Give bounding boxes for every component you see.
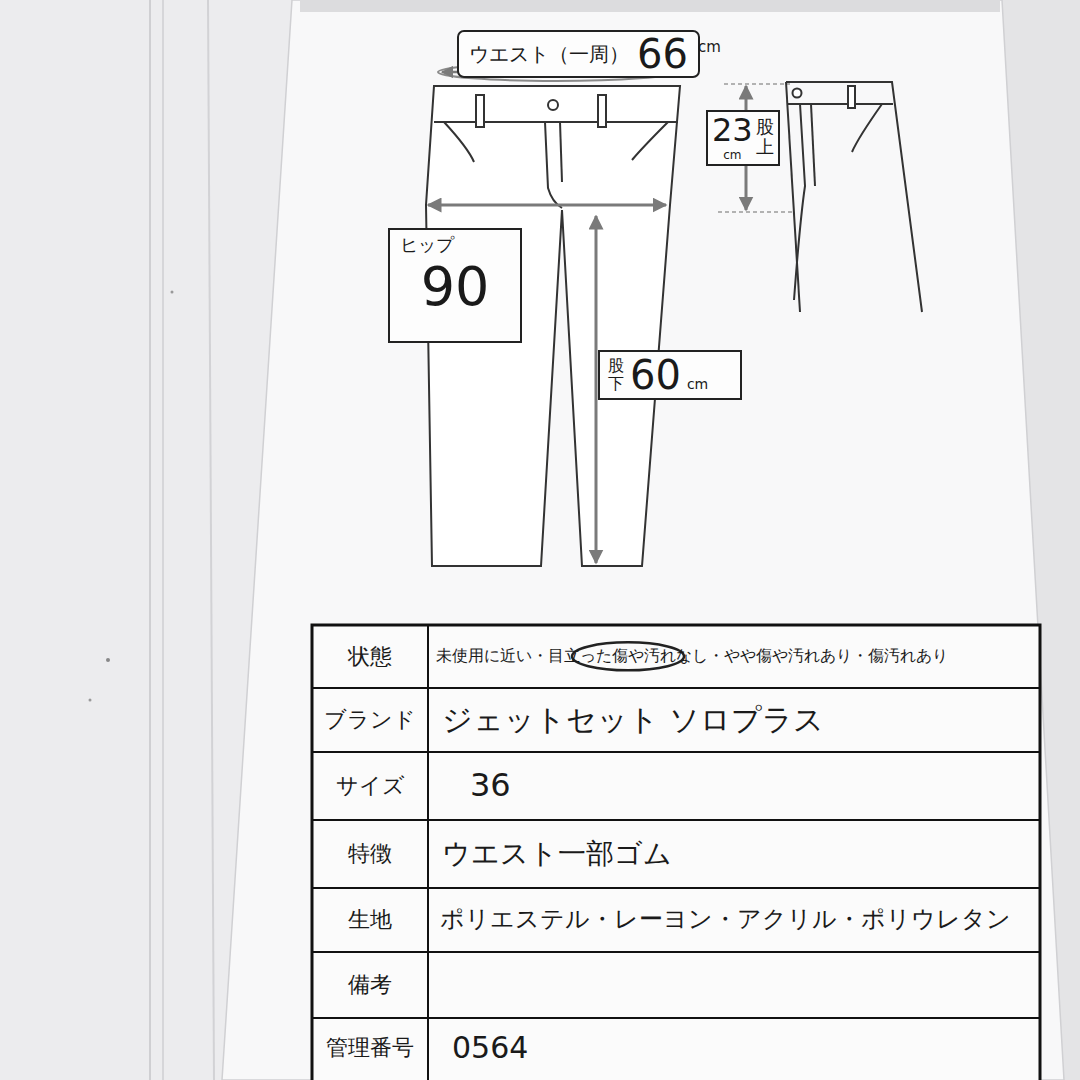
measure-value: 60 — [630, 354, 681, 396]
measure-value: 90 — [421, 259, 490, 316]
button — [548, 100, 558, 110]
label-cell: 36 — [470, 755, 1034, 817]
table-header-cell: 管理番号 — [326, 1036, 414, 1059]
fly-line — [560, 122, 562, 182]
rise-guide-line — [724, 83, 790, 85]
waistband-line — [787, 103, 893, 105]
table-header-cell: 特徴 — [348, 842, 392, 865]
belt-loop — [848, 86, 855, 108]
belt-loop — [476, 95, 484, 127]
table-rule — [312, 951, 1040, 953]
unit-label: cm — [698, 40, 721, 56]
waist-measure-box: ウエスト（一周） 66 — [457, 30, 700, 78]
table-rule — [312, 1017, 1040, 1019]
sleeve-edge — [149, 0, 151, 1080]
sleeve-top — [300, 0, 1000, 12]
table-value-cell: 0564 — [452, 1032, 528, 1064]
trousers-side-outline — [786, 82, 800, 312]
measure-name: ヒップ — [400, 236, 454, 255]
label-cell: 生地 — [314, 891, 426, 949]
inseam-measure-box: 股下60 cm — [598, 350, 742, 400]
pocket-line — [852, 104, 882, 152]
table-rule — [312, 751, 1040, 753]
label-cell: ジェットセット ソロプラス — [442, 691, 1034, 749]
table-rule — [312, 887, 1040, 889]
dust-spot — [89, 699, 92, 702]
measure-value: 66 — [637, 33, 688, 75]
table-header-cell: 状態 — [348, 645, 392, 668]
label-cell: 未使用に近い・目立った傷や汚れなし・やや傷や汚れあり・傷汚れあり — [436, 628, 1034, 685]
fly-line — [794, 104, 805, 300]
measure-name: ウエスト（一周） — [469, 44, 629, 65]
table-value-cell: 未使用に近い・目立った傷や汚れなし・やや傷や汚れあり・傷汚れあり — [436, 648, 948, 664]
table-value-cell: ジェットセット ソロプラス — [442, 704, 824, 736]
table-header-cell: サイズ — [336, 774, 405, 797]
belt-loop — [598, 95, 606, 127]
label-cell: 管理番号 — [314, 1021, 426, 1075]
table-value-cell: ウエスト一部ゴム — [442, 839, 672, 868]
fly-line — [545, 122, 562, 208]
form-table — [312, 625, 1040, 1080]
pocket-line — [632, 122, 668, 160]
sleeve-edge — [208, 0, 214, 1080]
hip-measure-box: ヒップ 90 — [388, 228, 522, 343]
label-cell: 備考 — [314, 955, 426, 1015]
table-value-cell: 36 — [470, 769, 511, 803]
measure-value: 23 — [712, 114, 753, 148]
table-rule — [312, 687, 1040, 689]
pocket-line — [444, 122, 474, 162]
measure-name: 股上 — [756, 118, 774, 158]
table-header-cell: ブランド — [324, 708, 416, 731]
table-rule — [427, 625, 429, 1080]
label-cell: 特徴 — [314, 823, 426, 885]
table-header-cell: 生地 — [348, 908, 392, 931]
dust-spot — [171, 291, 174, 294]
dust-spot — [106, 658, 110, 662]
label-cell: 状態 — [314, 628, 426, 685]
button — [793, 89, 802, 98]
rise-measure-box: 23cm股上 — [706, 110, 780, 166]
unit-label: cm — [712, 149, 753, 162]
paper-sheet — [222, 0, 1064, 1080]
measure-name: 股下 — [608, 357, 624, 392]
fly-line — [811, 104, 815, 186]
unit-label: cm — [687, 377, 708, 392]
waistband-line — [434, 121, 678, 123]
rise-guide-line — [718, 211, 792, 213]
trousers-side-outline — [786, 82, 922, 312]
label-cell: 0564 — [452, 1021, 1034, 1075]
label-cell: cm — [698, 36, 738, 60]
table-rule — [312, 819, 1040, 821]
table-header-cell: 備考 — [348, 973, 392, 996]
label-cell: ブランド — [314, 691, 426, 749]
hip-dimension-arrow — [428, 204, 666, 207]
label-cell: ウエスト一部ゴム — [442, 823, 1034, 885]
label-cell: サイズ — [314, 755, 426, 817]
table-value-cell: ポリエステル・レーヨン・アクリル・ポリウレタン — [440, 907, 1011, 932]
sleeve-edge — [162, 0, 164, 1080]
label-cell: ポリエステル・レーヨン・アクリル・ポリウレタン — [440, 891, 1034, 949]
